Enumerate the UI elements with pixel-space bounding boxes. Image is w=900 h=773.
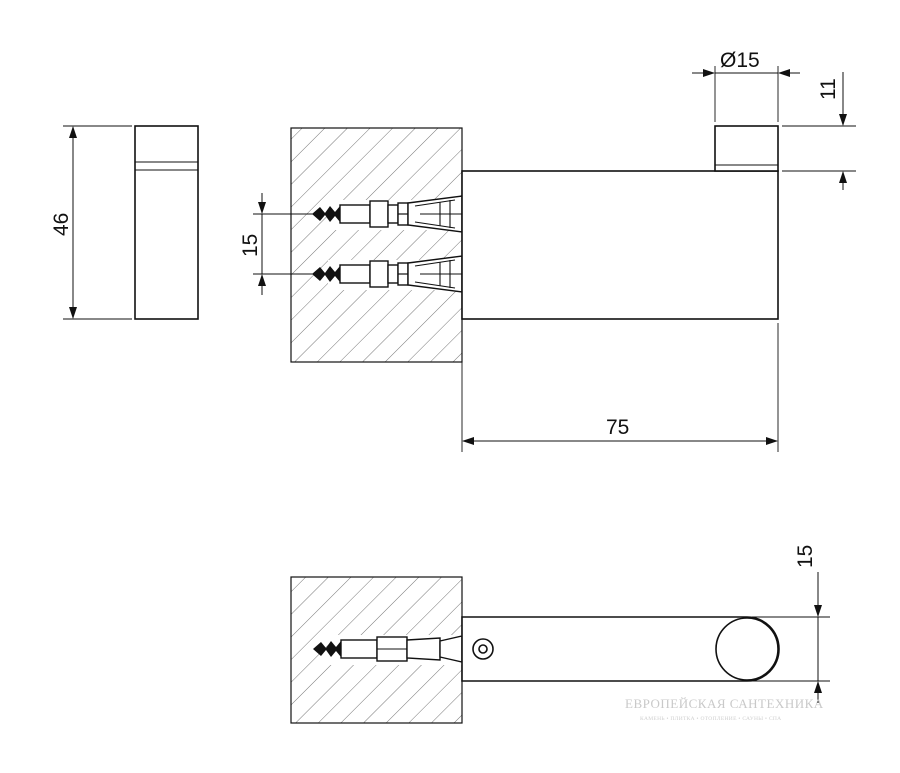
cap-height-label: 11 [817, 78, 840, 100]
hook-body [461, 170, 779, 320]
watermark-tagline: КАМЕНЬ • ПЛИТКА • ОТОПЛЕНИЕ • САУНЫ • СП… [640, 716, 781, 722]
depth-label: 15 [794, 545, 817, 568]
height-dimension-label: 46 [50, 213, 73, 236]
watermark: ЕВРОПЕЙСКАЯ САНТЕХНИКА КАМЕНЬ • ПЛИТКА •… [625, 696, 824, 722]
hook-cap [714, 125, 779, 172]
wall-section [290, 127, 463, 363]
front-view: 15 [239, 49, 856, 452]
screw-anchor-top-view [313, 635, 463, 665]
top-view: 15 [290, 545, 830, 724]
set-screw-inner [478, 644, 488, 654]
screw-anchor-upper [312, 195, 463, 233]
screw-spacing-label: 15 [239, 234, 262, 257]
hook-cap-top-view [715, 617, 779, 681]
hook-arm-top-view [461, 616, 780, 682]
diameter-label: Ø15 [720, 49, 760, 72]
screw-anchor-lower [312, 255, 463, 293]
side-view: 46 [50, 125, 199, 320]
length-label: 75 [606, 416, 629, 439]
side-view-body [134, 125, 199, 320]
watermark-brand: ЕВРОПЕЙСКАЯ САНТЕХНИКА [625, 696, 824, 711]
